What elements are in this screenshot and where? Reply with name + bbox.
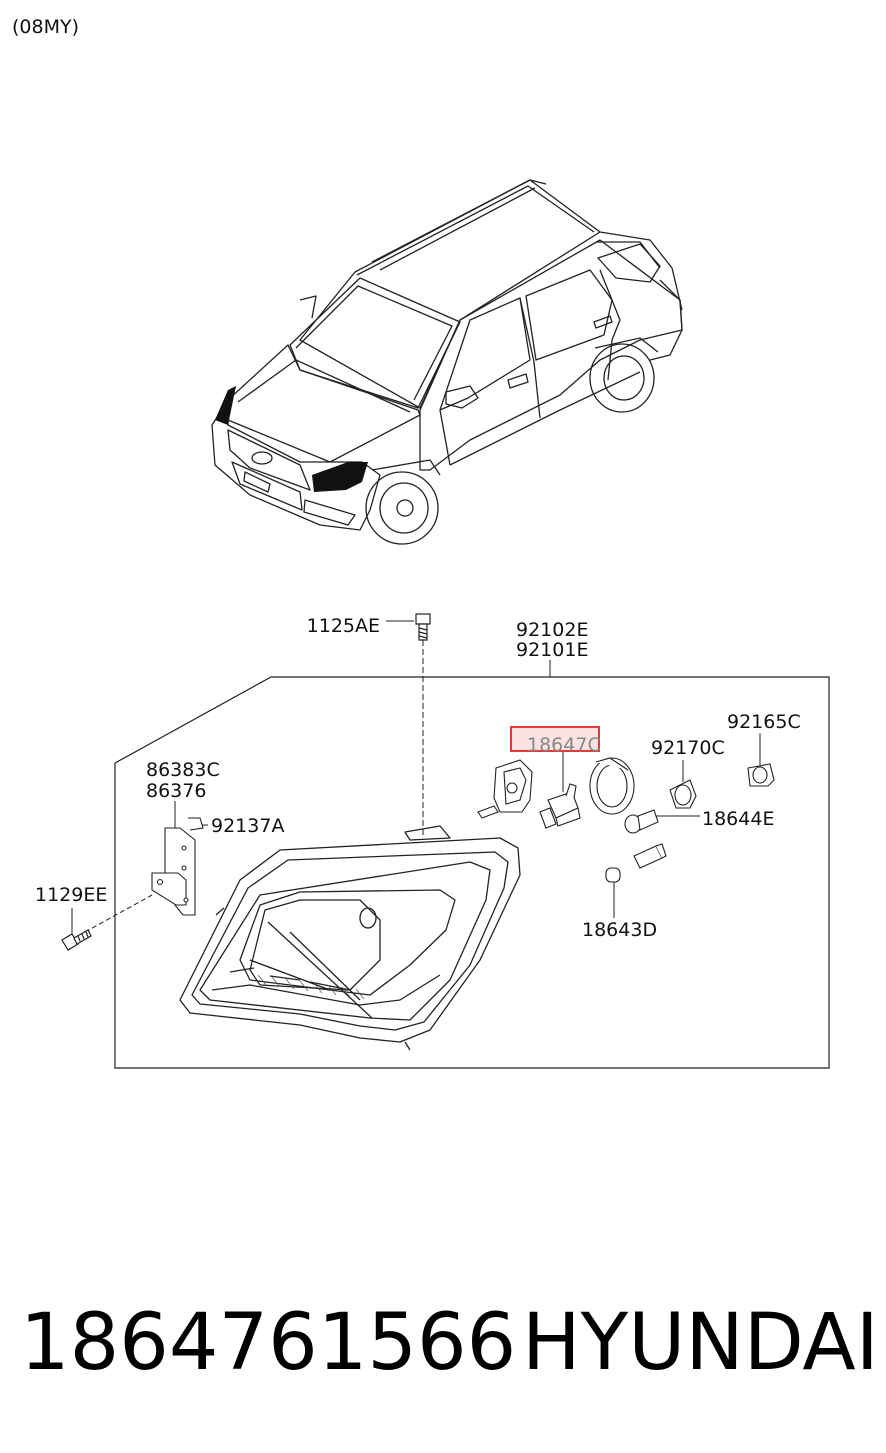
headlamp-right-highlight — [312, 462, 368, 492]
leader-lines — [71, 620, 761, 935]
part-number-text: 1864761566 — [20, 1298, 517, 1388]
socket-cover-icon — [669, 779, 697, 809]
brand-text: HYUNDAI — [522, 1298, 879, 1388]
label-92170C: 92170C — [651, 737, 725, 759]
label-92165C: 92165C — [727, 711, 801, 733]
bulb-socket-icon — [477, 759, 533, 819]
model-year-label: (08MY) — [12, 16, 80, 38]
mounting-bracket — [151, 817, 204, 916]
label-1129EE: 1129EE — [35, 884, 107, 906]
headlamp-left-highlight — [215, 386, 236, 425]
highlight-box — [510, 726, 600, 752]
caption: 1864761566 HYUNDAI — [0, 1298, 886, 1388]
bolt-icon — [415, 613, 431, 641]
retaining-ring-icon — [589, 757, 635, 815]
label-18644E: 18644E — [702, 808, 774, 830]
label-18647C[interactable]: 18647C — [527, 734, 601, 756]
car-illustration — [211, 179, 683, 545]
halogen-bulb-icon[interactable] — [539, 783, 581, 829]
small-bulb-icon — [605, 843, 667, 883]
side-bulb-icon — [624, 809, 659, 834]
label-86376: 86376 — [146, 780, 206, 802]
bulb-socket-cap-icon — [747, 763, 775, 787]
headlamp-housing — [179, 825, 521, 1051]
label-1125AE: 1125AE — [307, 615, 380, 637]
label-92101E: 92101E — [516, 639, 588, 661]
label-86383C: 86383C — [146, 759, 220, 781]
reflector-hatch — [257, 974, 365, 1000]
assembly-frame — [114, 676, 830, 1069]
label-18643D: 18643D — [582, 919, 657, 941]
side-bolt-icon — [61, 929, 92, 951]
label-92137A: 92137A — [211, 815, 284, 837]
label-92102E: 92102E — [516, 619, 588, 641]
